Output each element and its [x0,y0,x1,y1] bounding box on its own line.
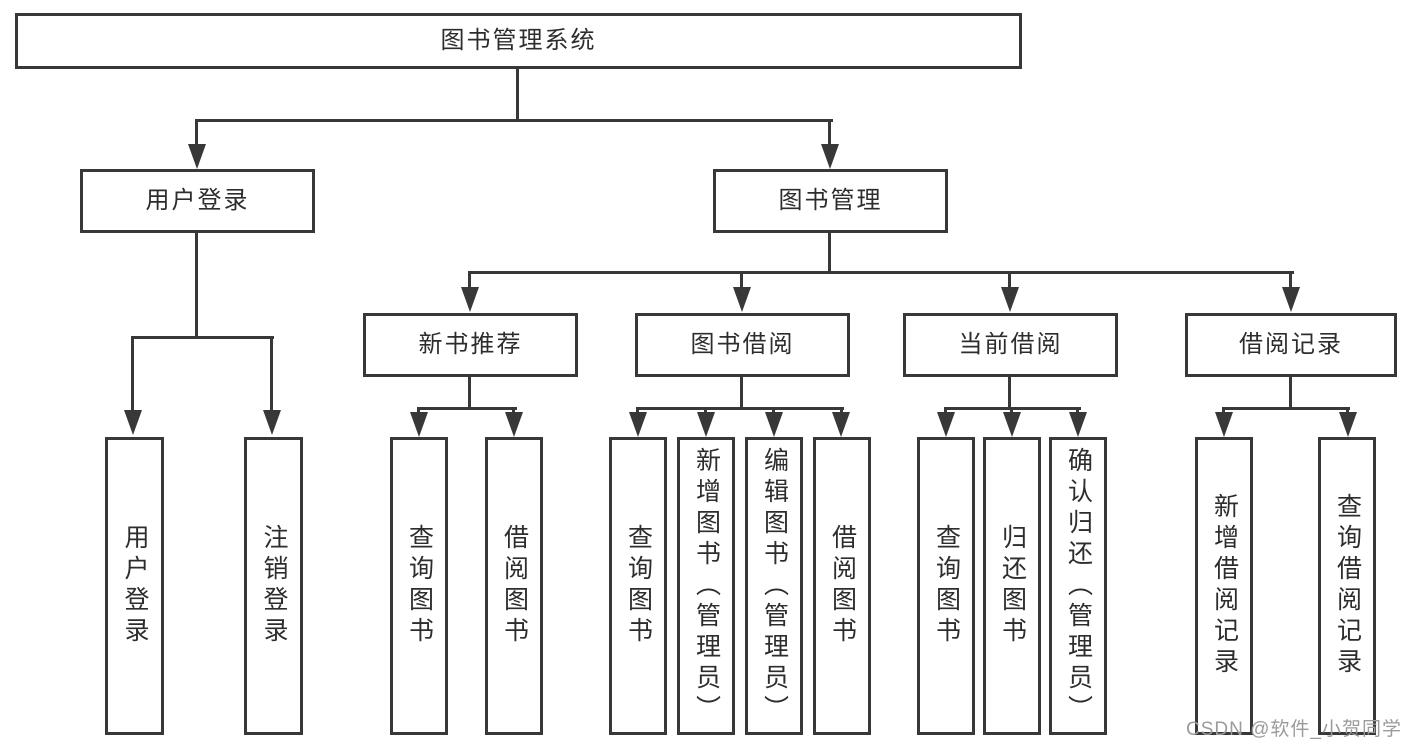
connector-groupB-drop1 [636,407,639,415]
leaf-label: 借阅图书 [500,524,529,648]
connector-drop-leaf-user-login [131,336,134,412]
arrowhead-current-borrowing [1001,287,1019,312]
arrowhead-groupB-leaf3 [765,412,783,437]
node-label: 当前借阅 [958,331,1063,358]
node-book-management: 图书管理 [713,169,948,233]
node-new-book-recommendation: 新书推荐 [363,313,578,377]
arrowhead-groupC-leaf3 [1069,412,1087,437]
connector-groupB-branch [638,407,844,410]
leaf-label: 新增图书（管理员） [692,446,721,726]
arrowhead-groupD-leaf2 [1339,412,1357,437]
arrowhead-groupD-leaf1 [1215,412,1233,437]
connector-groupA-stub [468,377,471,410]
leaf-add-books-admin: 新增图书（管理员） [677,437,735,735]
connector-book-stub [828,233,831,274]
node-label: 图书管理系统 [440,27,597,54]
node-label: 新书推荐 [418,331,523,358]
node-label: 借阅记录 [1239,331,1343,358]
leaf-label: 借阅图书 [828,524,857,648]
connector-groupB-drop3 [772,407,775,415]
leaf-confirm-return-admin: 确认归还（管理员） [1049,437,1107,735]
connector-level1-branch [197,119,833,122]
leaf-edit-books-admin: 编辑图书（管理员） [745,437,803,735]
arrowhead-leaf-user-login [124,410,142,435]
arrowhead-new-book [461,287,479,312]
arrowhead-leaf-logout [263,410,281,435]
node-borrowing-records: 借阅记录 [1185,313,1397,377]
arrowhead-groupB-leaf2 [697,412,715,437]
leaf-label: 注销登录 [260,524,288,648]
arrowhead-groupC-leaf2 [1003,412,1021,437]
connector-drop-new-book [468,271,471,289]
arrowhead-groupA-leaf1 [410,412,428,437]
connector-drop-book-management [828,119,831,146]
connector-groupD-stub [1289,377,1292,410]
connector-groupB-stub [740,377,743,410]
leaf-query-borrow-record: 查询借阅记录 [1318,437,1376,735]
node-label: 图书管理 [778,187,883,214]
arrowhead-book-management [821,144,839,169]
arrowhead-user-login [188,144,206,169]
connector-user-stub [195,233,198,336]
node-library-system: 图书管理系统 [15,13,1022,69]
connector-drop-leaf-logout [270,336,273,412]
leaf-query-books-borrowing: 查询图书 [609,437,667,735]
connector-groupD-drop1 [1222,407,1225,415]
arrowhead-groupC-leaf1 [937,412,955,437]
leaf-query-books-recommend: 查询图书 [390,437,448,735]
leaf-return-books: 归还图书 [983,437,1041,735]
leaf-label: 确认归还（管理员） [1064,446,1093,726]
connector-groupB-drop4 [840,407,843,415]
connector-groupC-drop2 [1010,407,1013,415]
leaf-user-login: 用户登录 [105,437,164,735]
connector-level2-branch [470,271,1294,274]
watermark-text: CSDN @软件_小贺同学 [1186,719,1402,740]
connector-groupD-branch [1224,407,1350,410]
leaf-add-borrow-record: 新增借阅记录 [1195,437,1253,735]
connector-groupD-drop2 [1346,407,1349,415]
leaf-label: 归还图书 [998,524,1027,648]
leaf-label: 编辑图书（管理员） [760,446,789,726]
leaf-borrow-books-recommend: 借阅图书 [485,437,543,735]
arrowhead-groupB-leaf4 [832,412,850,437]
connector-groupA-drop1 [417,407,420,415]
connector-groupC-drop1 [944,407,947,415]
leaf-label: 查询借阅记录 [1333,493,1362,679]
leaf-label: 查询图书 [932,524,961,648]
leaf-logout-login: 注销登录 [244,437,303,735]
leaf-borrow-books-borrowing: 借阅图书 [813,437,871,735]
connector-groupC-branch [946,407,1081,410]
connector-user-branch [133,336,274,339]
connector-groupA-drop2 [512,407,515,415]
leaf-label: 查询图书 [405,524,434,648]
leaf-label: 新增借阅记录 [1210,493,1239,679]
node-current-borrowing: 当前借阅 [903,313,1118,377]
leaf-label: 用户登录 [121,524,149,648]
arrowhead-groupB-leaf1 [629,412,647,437]
connector-drop-borrowing-records [1289,271,1292,289]
connector-groupC-stub [1008,377,1011,410]
connector-drop-user-login [195,119,198,146]
connector-drop-current-borrowing [1008,271,1011,289]
connector-groupA-branch [419,407,517,410]
arrowhead-groupA-leaf2 [505,412,523,437]
connector-root-stub [516,69,519,119]
arrowhead-book-borrowing [733,287,751,312]
node-label: 图书借阅 [690,331,795,358]
arrowhead-borrowing-records [1282,287,1300,312]
node-book-borrowing: 图书借阅 [635,313,850,377]
node-user-login: 用户登录 [80,169,315,233]
connector-groupC-drop3 [1076,407,1079,415]
leaf-label: 查询图书 [624,524,653,648]
connector-groupB-drop2 [704,407,707,415]
leaf-query-books-current: 查询图书 [917,437,975,735]
node-label: 用户登录 [145,187,250,214]
connector-drop-book-borrowing [740,271,743,289]
